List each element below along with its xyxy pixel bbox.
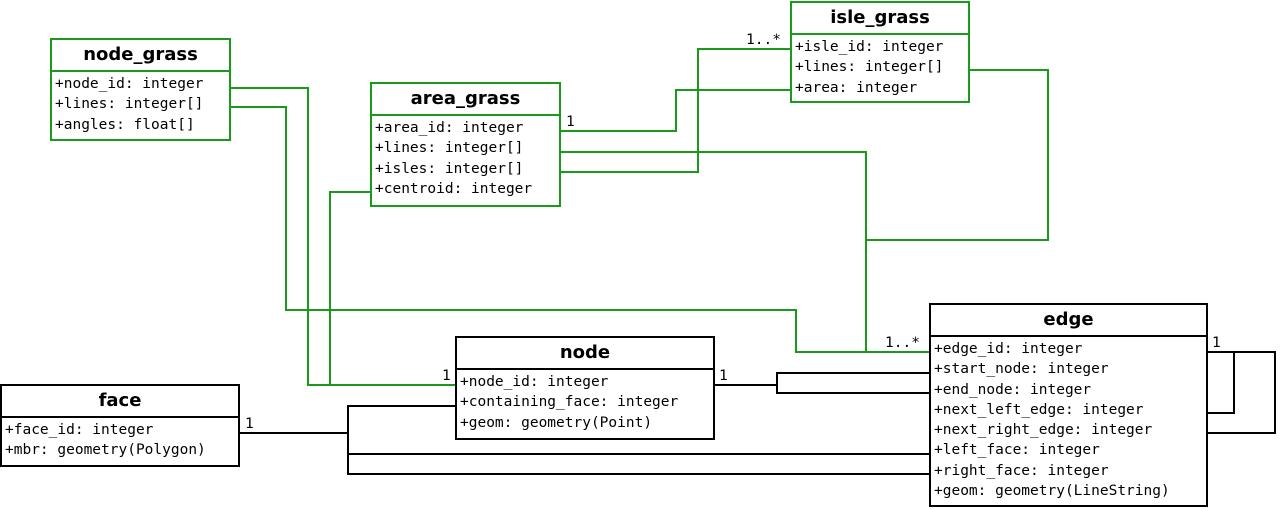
attribute-list: +isle_id: integer +lines: integer[] +are… <box>792 35 968 100</box>
multiplicity-label: 1 <box>719 368 728 384</box>
connector-nodegrass-node <box>230 87 457 386</box>
attribute: +isle_id: integer <box>795 39 944 55</box>
attribute-list: +edge_id: integer +start_node: integer +… <box>931 337 1206 503</box>
entity-title: node <box>457 338 713 370</box>
multiplicity-label: 1..* <box>746 32 781 48</box>
attribute: +angles: float[] <box>55 116 195 133</box>
entity-face[interactable]: face +face_id: integer +mbr: geometry(Po… <box>0 384 240 467</box>
attribute: +face_id: integer <box>5 422 154 438</box>
multiplicity-label: 1 <box>245 416 254 432</box>
attribute: +area_id: integer <box>375 120 524 136</box>
connector-edge-self-inner <box>1207 351 1235 414</box>
connector-nodegrass-edge <box>230 106 931 353</box>
attribute: +end_node: integer <box>934 381 1092 398</box>
attribute: +left_face: integer <box>934 442 1100 459</box>
connector-centroid-node <box>329 191 371 385</box>
entity-area-grass[interactable]: area_grass +area_id: integer +lines: int… <box>370 82 561 207</box>
attribute: +node_id: integer <box>460 374 609 390</box>
entity-title: edge <box>931 305 1206 337</box>
connector-arealines-edge <box>561 151 867 352</box>
attribute: +next_right_edge: integer <box>934 422 1153 439</box>
multiplicity-label: 1..* <box>885 335 920 351</box>
attribute: +lines: integer[] <box>375 140 524 157</box>
connector-islelines-edge <box>866 69 1049 241</box>
attribute: +mbr: geometry(Polygon) <box>5 442 206 459</box>
entity-node-grass[interactable]: node_grass +node_id: integer +lines: int… <box>50 38 231 141</box>
attribute-list: +face_id: integer +mbr: geometry(Polygon… <box>2 418 238 463</box>
attribute: +lines: integer[] <box>795 59 944 76</box>
multiplicity-label: 1 <box>566 114 575 130</box>
connector-node-edge <box>714 372 931 386</box>
entity-title: face <box>2 386 238 418</box>
entity-node[interactable]: node +node_id: integer +containing_face:… <box>455 336 715 440</box>
attribute-list: +area_id: integer +lines: integer[] +isl… <box>372 116 559 201</box>
attribute-list: +node_id: integer +lines: integer[] +ang… <box>52 72 229 137</box>
attribute: +isles: integer[] <box>375 160 524 177</box>
connector-face-node <box>239 405 457 434</box>
attribute: +containing_face: integer <box>460 394 679 411</box>
attribute: +start_node: integer <box>934 361 1109 378</box>
attribute: +node_id: integer <box>55 76 204 92</box>
entity-title: area_grass <box>372 84 559 116</box>
attribute: +geom: geometry(Point) <box>460 414 653 431</box>
connector-node-endnode <box>776 385 931 394</box>
multiplicity-label: 1 <box>442 368 451 384</box>
entity-isle-grass[interactable]: isle_grass +isle_id: integer +lines: int… <box>790 1 970 103</box>
attribute: +geom: geometry(LineString) <box>934 483 1170 500</box>
entity-title: node_grass <box>52 40 229 72</box>
attribute: +lines: integer[] <box>55 96 204 113</box>
attribute: +area: integer <box>795 79 918 96</box>
attribute: +edge_id: integer <box>934 341 1083 357</box>
connector-isles-isle <box>561 48 792 173</box>
entity-edge[interactable]: edge +edge_id: integer +start_node: inte… <box>929 303 1208 507</box>
connector-edge-self-outer <box>1207 351 1276 434</box>
multiplicity-label: 1 <box>1212 335 1221 351</box>
connector-face-rightface <box>347 454 931 475</box>
entity-title: isle_grass <box>792 3 968 35</box>
attribute-list: +node_id: integer +containing_face: inte… <box>457 370 713 435</box>
attribute: +centroid: integer <box>375 180 533 197</box>
attribute: +right_face: integer <box>934 462 1109 479</box>
connector-area-isle <box>561 89 792 132</box>
attribute: +next_left_edge: integer <box>934 401 1144 418</box>
